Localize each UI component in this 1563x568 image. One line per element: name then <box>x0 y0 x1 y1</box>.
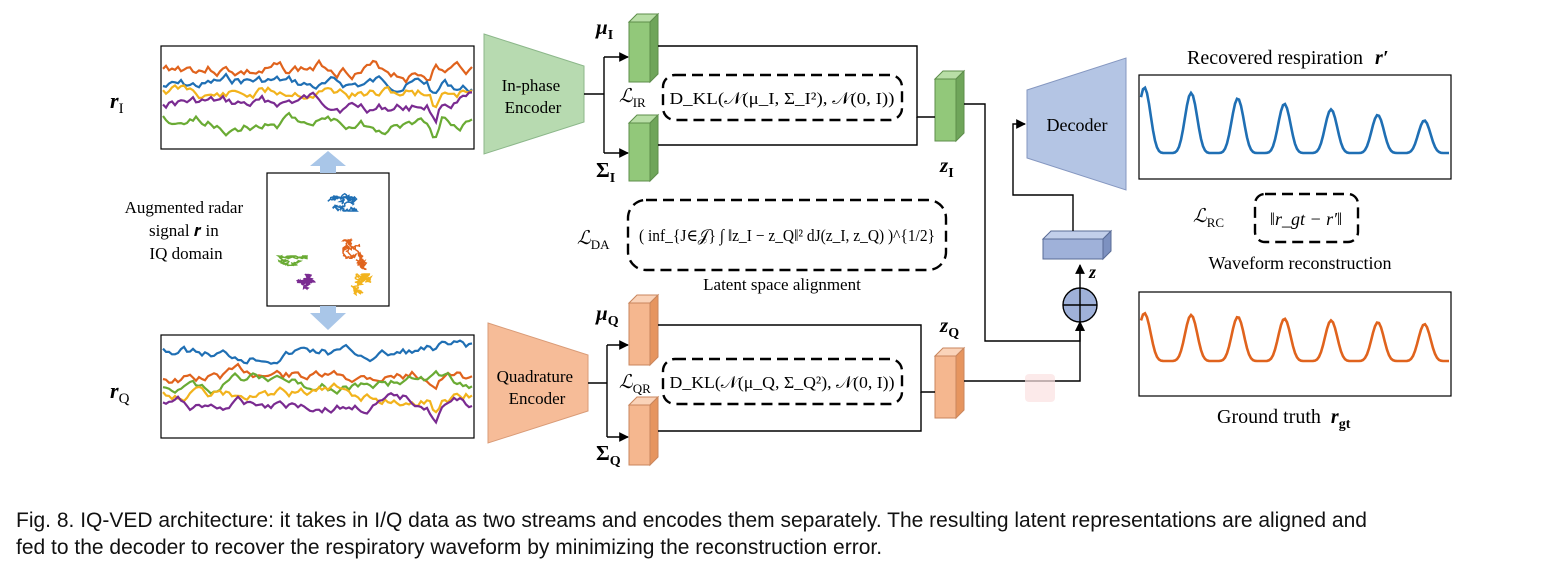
da-box <box>626 198 948 272</box>
z-i-block <box>933 69 966 143</box>
kl-q-box <box>661 357 904 406</box>
latent-alignment-label: Latent space alignment <box>703 275 861 294</box>
caption-line-1: Fig. 8. IQ-VED architecture: it takes in… <box>16 509 1367 532</box>
in-phase-reparam-lines <box>658 45 935 146</box>
z-to-decoder-line <box>1012 119 1074 231</box>
svg-text:In-phase Encoder: In-phase Encoder <box>502 76 565 117</box>
da-formula: ( inf_{J∈𝒥} ∫ ‖z_I − z_Q‖² dJ(z_I, z_Q) … <box>639 226 935 246</box>
sigma-i-block <box>627 113 660 183</box>
loss-da-label: ℒDA <box>577 228 610 252</box>
sigma-q-block <box>627 395 660 467</box>
iq-trace-orange <box>341 237 368 271</box>
augmented-signal-label: Augmented radar signal 𝒓 in IQ domain <box>125 198 248 263</box>
quadrature-reparam-lines <box>658 324 935 432</box>
kl-i-formula: D_KL(𝒩(μ_I, Σ_I²), 𝒩(0, I)) <box>670 89 895 108</box>
sigma-i-label: ΣI <box>596 158 615 186</box>
r-q-series-yellow <box>162 382 473 414</box>
quadrature-encoder: Quadrature Encoder <box>487 322 589 444</box>
iq-domain-plot <box>266 172 390 307</box>
r-q-plot <box>160 334 475 439</box>
r-q-series-purple <box>162 392 473 425</box>
decoder: Decoder <box>1026 57 1127 191</box>
z-i-label: zI <box>939 153 954 181</box>
rc-box <box>1253 192 1360 244</box>
svg-text:Decoder: Decoder <box>1047 115 1108 135</box>
figure-caption: Fig. 8. IQ-VED architecture: it takes in… <box>16 507 1551 561</box>
r-i-series-purple <box>162 91 473 126</box>
latent-to-combiner-lines <box>964 103 1085 382</box>
ground-truth-plot <box>1138 291 1452 397</box>
recovered-waveform <box>1139 85 1449 155</box>
kl-q-formula: D_KL(𝒩(μ_Q, Σ_Q²), 𝒩(0, I)) <box>670 373 895 392</box>
mu-q-block <box>627 293 660 367</box>
iq-ved-diagram: rI rQ Augmented radar signal 𝒓 in IQ dom… <box>110 12 1452 469</box>
mu-i-block <box>627 12 660 84</box>
iq-trace-purple <box>295 273 316 291</box>
sigma-q-label: ΣQ <box>596 441 621 469</box>
r-i-series-blue <box>162 72 473 95</box>
in-phase-branch-arrows <box>584 52 629 158</box>
quadrature-branch-arrows <box>588 340 629 442</box>
iq-trace-blue <box>327 192 359 212</box>
r-q-label: rQ <box>110 378 130 407</box>
loss-rc-label: ℒRC <box>1193 206 1224 230</box>
waveform-reconstruction-label: Waveform reconstruction <box>1209 253 1392 273</box>
r-i-series-green <box>162 111 473 139</box>
kl-i-box <box>661 73 904 122</box>
down-block-arrow <box>310 306 346 330</box>
r-i-series-orange <box>162 58 473 85</box>
iq-trace-green <box>275 254 308 267</box>
ground-truth-waveform <box>1139 311 1449 363</box>
mu-q-label: μQ <box>595 301 619 329</box>
caption-line-2: fed to the decoder to recover the respir… <box>16 536 883 559</box>
r-i-plot <box>160 45 475 150</box>
rc-formula: ‖r_gt − r′‖ <box>1270 209 1342 229</box>
in-phase-encoder: In-phase Encoder <box>483 33 585 155</box>
r-i-series-yellow <box>162 83 473 109</box>
z-q-label: zQ <box>939 313 959 341</box>
iq-trace-yellow <box>350 273 373 297</box>
up-block-arrow <box>310 151 346 173</box>
loss-ir-label: ℒIR <box>619 86 646 110</box>
z-q-block <box>933 346 966 420</box>
z-block <box>1041 229 1113 261</box>
z-label: z <box>1088 262 1096 282</box>
svg-text:Quadrature Encoder: Quadrature Encoder <box>497 367 578 408</box>
recovered-plot <box>1138 74 1452 180</box>
r-q-series-blue <box>162 339 473 365</box>
r-i-label: rI <box>110 88 124 117</box>
sum-combiner <box>1062 287 1098 323</box>
watermark-icon <box>1025 374 1055 402</box>
mu-i-label: μI <box>595 15 613 43</box>
loss-qr-label: ℒQR <box>619 372 651 396</box>
